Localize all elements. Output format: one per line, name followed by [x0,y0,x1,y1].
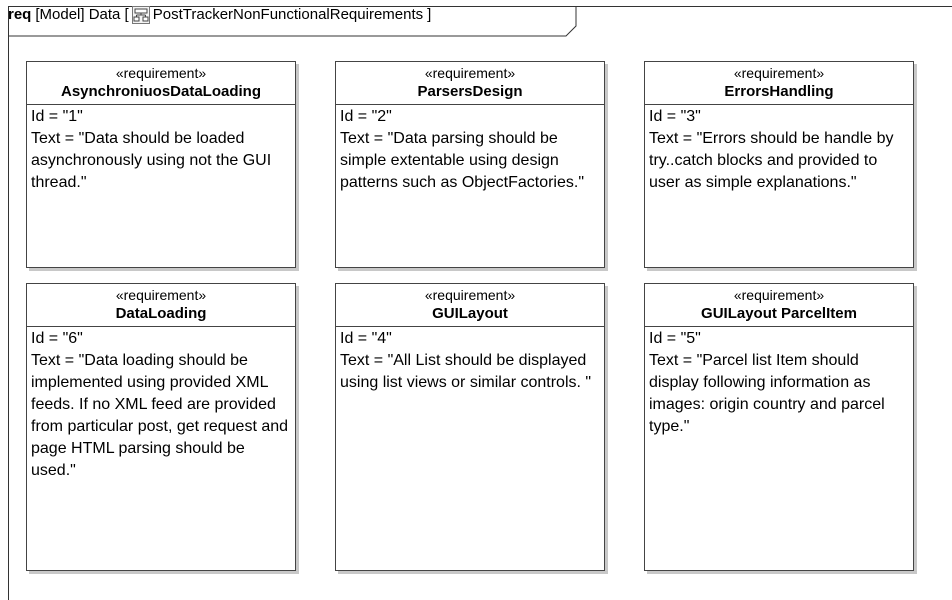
requirement-name: GUILayout ParcelItem [701,305,857,322]
requirement-header: «requirement» AsynchroniuosDataLoading [27,62,295,105]
diagram-name: PostTrackerNonFunctionalRequirements [152,6,424,23]
requirement-text: Text = "Data loading should be implement… [31,352,289,479]
requirement-stereotype: «requirement» [115,287,207,303]
requirement-name: ErrorsHandling [724,83,834,100]
diagram-header-text: [Model] Data [ [35,6,129,23]
requirement-text: Text = "Parcel list Item should display … [649,352,885,435]
requirement-header: «requirement» ParsersDesign [336,62,604,105]
requirement-box[interactable]: «requirement» ParsersDesign Id = "2" Tex… [335,61,605,268]
requirement-text: Text = "All List should be displayed usi… [340,352,592,391]
diagram-header: req [Model] Data [ PostTrackerNonFunctio… [8,6,431,24]
requirement-body: Id = "3" Text = "Errors should be handle… [645,105,913,195]
requirement-stereotype: «requirement» [115,65,207,81]
requirement-name: AsynchroniuosDataLoading [60,83,262,100]
requirement-text: Text = "Data parsing should be simple ex… [340,130,585,191]
diagram-frame [8,6,952,600]
diagram-kind: req [8,6,32,23]
requirement-body: Id = "6" Text = "Data loading should be … [27,327,295,483]
requirement-body: Id = "4" Text = "All List should be disp… [336,327,604,395]
requirement-box[interactable]: «requirement» GUILayout Id = "4" Text = … [335,283,605,571]
requirement-box[interactable]: «requirement» AsynchroniuosDataLoading I… [26,61,296,268]
requirement-id: Id = "4" [340,330,392,347]
requirement-header: «requirement» ErrorsHandling [645,62,913,105]
requirement-id: Id = "3" [649,108,701,125]
requirement-stereotype: «requirement» [733,287,825,303]
requirement-name: DataLoading [115,305,207,322]
requirement-id: Id = "2" [340,108,392,125]
requirement-body: Id = "2" Text = "Data parsing should be … [336,105,604,195]
header-tab-outline [8,6,577,37]
requirement-body: Id = "5" Text = "Parcel list Item should… [645,327,913,439]
requirement-text: Text = "Errors should be handle by try..… [649,130,894,191]
requirement-name: GUILayout [432,305,508,322]
requirement-stereotype: «requirement» [424,65,516,81]
requirement-stereotype: «requirement» [733,65,825,81]
diagram-type-icon [131,6,150,24]
diagram-header-close: ] [427,6,432,23]
requirement-id: Id = "5" [649,330,701,347]
diagram-header-tab [8,6,578,37]
requirement-id: Id = "1" [31,108,83,125]
requirement-box[interactable]: «requirement» DataLoading Id = "6" Text … [26,283,296,571]
requirement-header: «requirement» DataLoading [27,284,295,327]
requirement-text: Text = "Data should be loaded asynchrono… [31,130,272,191]
requirement-stereotype: «requirement» [424,287,516,303]
requirement-box[interactable]: «requirement» ErrorsHandling Id = "3" Te… [644,61,914,268]
requirement-id: Id = "6" [31,330,83,347]
requirement-header: «requirement» GUILayout [336,284,604,327]
requirement-body: Id = "1" Text = "Data should be loaded a… [27,105,295,195]
requirement-box[interactable]: «requirement» GUILayout ParcelItem Id = … [644,283,914,571]
requirement-name: ParsersDesign [417,83,523,100]
requirement-header: «requirement» GUILayout ParcelItem [645,284,913,327]
